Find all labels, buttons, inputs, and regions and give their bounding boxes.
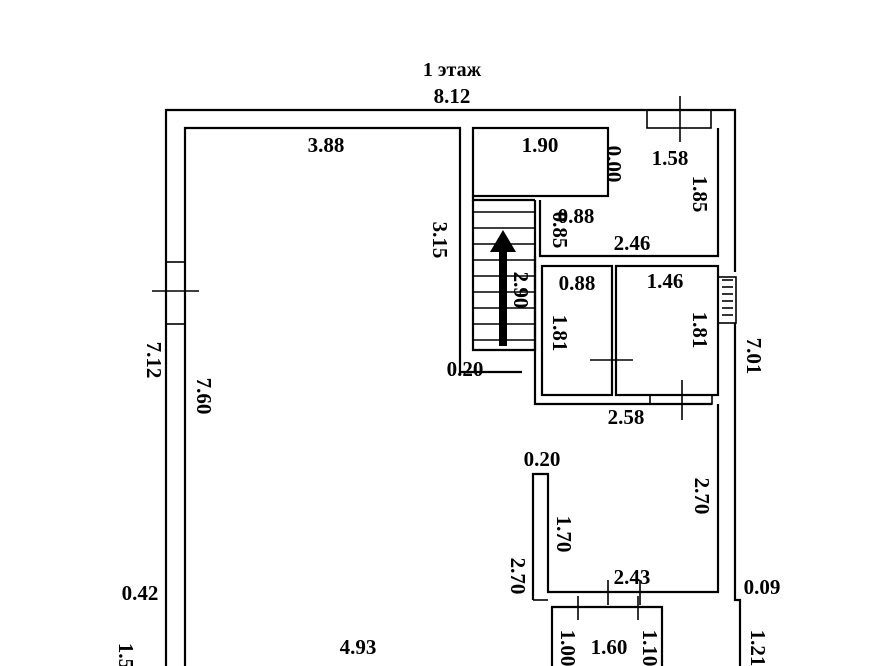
bathroom-block [533, 256, 720, 420]
dim-room-b-width: 1.58 [652, 146, 689, 170]
dim-outer-right: 7.01 [742, 338, 766, 375]
dim-hall-height: 2.70 [690, 478, 714, 515]
plan-title: 1 этаж [423, 59, 482, 81]
window-top [646, 96, 712, 142]
dim-room-a-offset: 0.00 [602, 146, 626, 183]
outer-walls [164, 108, 742, 666]
dim-bath-a-width: 0.88 [559, 271, 596, 295]
dim-right-bottom: 1.21 [746, 630, 770, 666]
dim-corridor-width: 2.46 [614, 231, 651, 255]
dim-stair-run: 2.90 [509, 272, 533, 309]
dim-bath-a-height: 1.81 [548, 315, 572, 352]
dim-living-width: 3.88 [308, 133, 345, 157]
dim-outer-left: 7.12 [142, 342, 166, 379]
dim-partition-width: 0.20 [524, 447, 561, 471]
dim-hall-width: 2.58 [608, 405, 645, 429]
dim-bath-b-height: 1.81 [688, 312, 712, 349]
stair-arrow-shaft [499, 250, 507, 346]
dim-left-bottom: 1.5 [114, 643, 138, 666]
dim-hall-inner: 1.70 [552, 516, 576, 553]
dim-closet-width: 0.88 [558, 204, 595, 228]
window-left [152, 261, 199, 325]
dim-bottom-width: 4.93 [340, 635, 377, 659]
dim-right-gap: 0.09 [744, 575, 781, 599]
dim-room-a-width: 1.90 [522, 133, 559, 157]
dim-hall-bottom: 2.43 [614, 565, 651, 589]
window-right [717, 276, 737, 324]
dim-bath-b-width: 1.46 [647, 269, 684, 293]
dim-stair-wall: 0.20 [447, 357, 484, 381]
dim-room-b-height: 1.85 [688, 176, 712, 213]
dim-porch-right: 1.10 [638, 630, 662, 666]
dim-partition-length: 2.70 [506, 558, 530, 595]
dim-overall-width: 8.12 [434, 84, 471, 108]
dim-porch-width: 1.60 [591, 635, 628, 659]
stair-arrow-head [490, 230, 516, 252]
porch [550, 596, 664, 666]
dim-left-small: 0.42 [122, 581, 159, 605]
hall [531, 404, 720, 605]
staircase [471, 200, 537, 352]
dim-closet-height: 0.85 [548, 212, 572, 249]
dim-living-height: 7.60 [192, 378, 216, 415]
dim-porch-left: 1.00 [556, 630, 580, 666]
dim-stair-height: 3.15 [428, 222, 452, 259]
